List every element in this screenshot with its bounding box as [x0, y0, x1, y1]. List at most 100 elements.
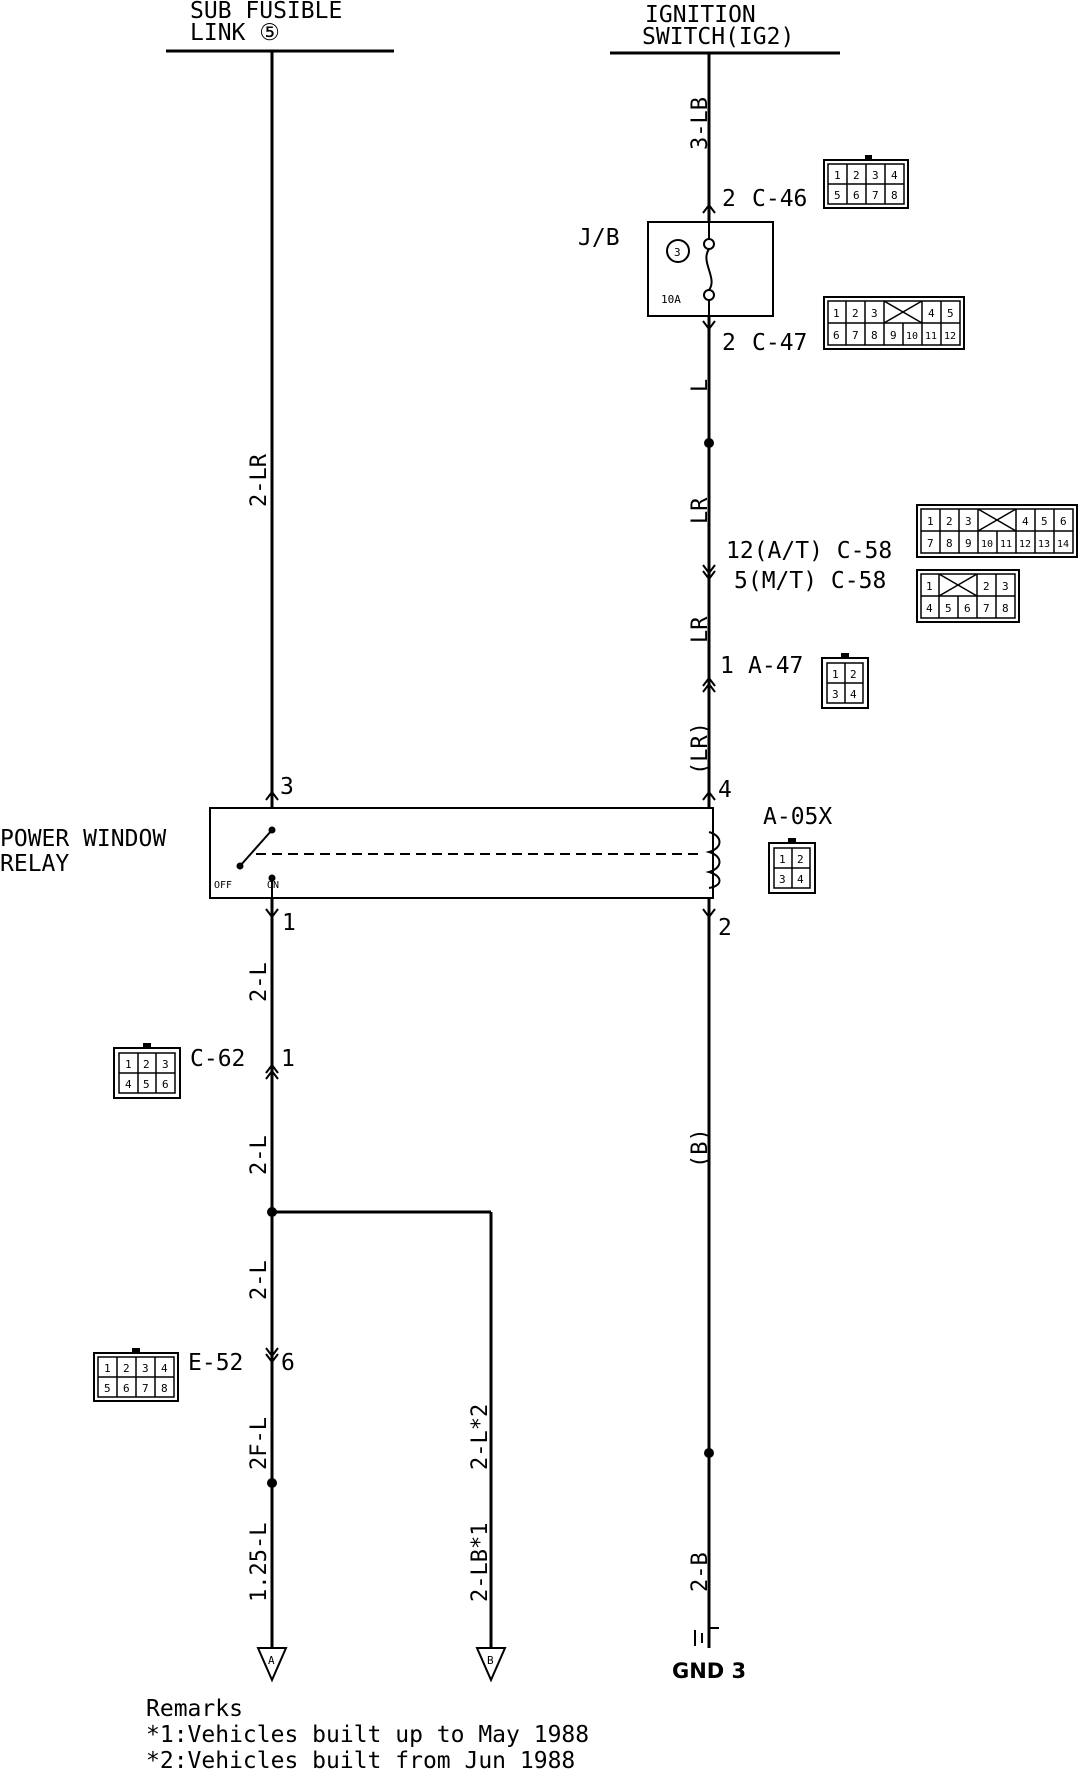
pin-label: 7: [983, 602, 990, 615]
pin-label: 2: [797, 853, 804, 866]
pin-label: 6: [162, 1078, 169, 1091]
pin-label: 7: [852, 329, 859, 342]
pin-label: 6: [964, 602, 971, 615]
pin-label: 3: [871, 307, 878, 320]
c47-label: C-47: [752, 330, 807, 356]
pin-label: 8: [161, 1382, 168, 1395]
junction-dot: [267, 1478, 277, 1488]
relay-off: OFF: [214, 880, 232, 891]
relay-pin-3: 3: [280, 774, 294, 800]
pin-label: 12: [1019, 539, 1031, 550]
pin-label: 4: [891, 169, 898, 182]
wire-label: (LR): [688, 722, 713, 775]
a47-pin: 1: [720, 653, 734, 679]
fuse-terminal: [703, 238, 715, 250]
relay-label-1: POWER WINDOW: [0, 826, 166, 852]
a05x-connector-face: 1 2 3 4: [768, 838, 816, 894]
pin-label: 6: [123, 1382, 130, 1395]
pin-label: 13: [1038, 539, 1050, 550]
pin-label: 3: [1002, 580, 1009, 593]
sub-fusible-label-1: SUB FUSIBLE: [190, 0, 342, 24]
junction-dot: [267, 1207, 277, 1217]
pin-label: 3: [832, 688, 839, 701]
ignition-label-1: IGNITION: [645, 2, 756, 28]
pin-label: 11: [1000, 539, 1012, 550]
junction-dot: [704, 438, 714, 448]
c46-pin: 2: [722, 186, 736, 212]
c46-connector-face: 1 2 3 4 5 6 7 8: [823, 155, 909, 209]
pin-label: 10: [906, 331, 918, 342]
pin-label: 2: [852, 307, 859, 320]
c62-connector-face: 1 2 3 4 5 6: [113, 1043, 181, 1099]
pin-label: 4: [797, 873, 804, 886]
pin-label: 12: [944, 331, 956, 342]
pin-label: 4: [928, 307, 935, 320]
c46-label: C-46: [752, 186, 807, 212]
relay-terminal: [236, 862, 244, 870]
pin-label: 4: [161, 1362, 168, 1375]
pin-label: 9: [890, 329, 897, 342]
ref-a-label: A: [268, 1654, 275, 1667]
pin-label: 7: [872, 189, 879, 202]
pin-label: 1: [927, 515, 934, 528]
pin-label: 1: [779, 853, 786, 866]
wire-label: L: [688, 379, 713, 392]
relay-on: ON: [267, 880, 279, 891]
connector-chevron: [265, 1063, 279, 1080]
pin-label: 3: [779, 873, 786, 886]
pin-label: 9: [965, 537, 972, 550]
wire-label: LR: [688, 616, 713, 643]
pin-label: 7: [142, 1382, 149, 1395]
pin-label: 5: [1041, 515, 1048, 528]
pin-label: 2: [983, 580, 990, 593]
pin-label: 2: [123, 1362, 130, 1375]
c62-pin: 1: [281, 1046, 295, 1072]
wire-label: 2F-L: [247, 1417, 272, 1470]
wire-label: LR: [688, 497, 713, 524]
ref-b-label: B: [487, 1654, 494, 1667]
wire-label: 2-LR: [247, 453, 272, 507]
wire-label: 2-L*2: [468, 1404, 493, 1470]
remarks-title: Remarks: [146, 1696, 243, 1722]
pin-label: 1: [834, 169, 841, 182]
pin-label: 5: [945, 602, 952, 615]
pin-label: 1: [104, 1362, 111, 1375]
e52-connector-face: 1 2 3 4 5 6 7 8: [93, 1348, 179, 1402]
a47-label: A-47: [748, 653, 803, 679]
sub-fusible-label-2: LINK ⑤: [190, 20, 280, 46]
relay-label-2: RELAY: [0, 851, 69, 877]
connector-chevron: [702, 790, 716, 801]
jb-box: [647, 221, 774, 317]
ignition-label-2: SWITCH(IG2): [642, 24, 794, 50]
wire-label: 1.25-L: [247, 1523, 272, 1602]
pin-label: 4: [926, 602, 933, 615]
wire-label: 2-L: [247, 962, 272, 1002]
ground-icon: [694, 1627, 719, 1648]
e52-pin: 6: [281, 1350, 295, 1376]
pin-label: 6: [853, 189, 860, 202]
relay-pin-4: 4: [718, 777, 732, 803]
pin-label: 3: [162, 1058, 169, 1071]
wire-label: 2-L: [247, 1260, 272, 1300]
relay-pin-1: 1: [282, 910, 296, 936]
pin-label: 1: [832, 668, 839, 681]
connector-chevron: [265, 790, 279, 801]
pin-label: 10: [981, 539, 993, 550]
pin-label: 11: [925, 331, 937, 342]
ref-triangle-b: B: [475, 1647, 507, 1683]
ref-triangle-a: A: [256, 1647, 288, 1683]
pin-label: 6: [1060, 515, 1067, 528]
junction-dot: [704, 1448, 714, 1458]
c47-pin: 2: [722, 330, 736, 356]
relay-box: [209, 807, 714, 899]
wire-label: 3-LB: [688, 97, 713, 150]
connector-chevron: [702, 203, 716, 214]
pin-label: 1: [125, 1058, 132, 1071]
fuse-number: 3: [674, 246, 681, 259]
remarks-line-1: *1:Vehicles built up to May 1988: [146, 1722, 589, 1748]
relay-pin-2: 2: [718, 915, 732, 941]
fuse-terminal: [703, 289, 715, 301]
connector-chevron: [702, 564, 716, 581]
wire-label: (B): [688, 1128, 713, 1168]
pin-label: 5: [143, 1078, 150, 1091]
